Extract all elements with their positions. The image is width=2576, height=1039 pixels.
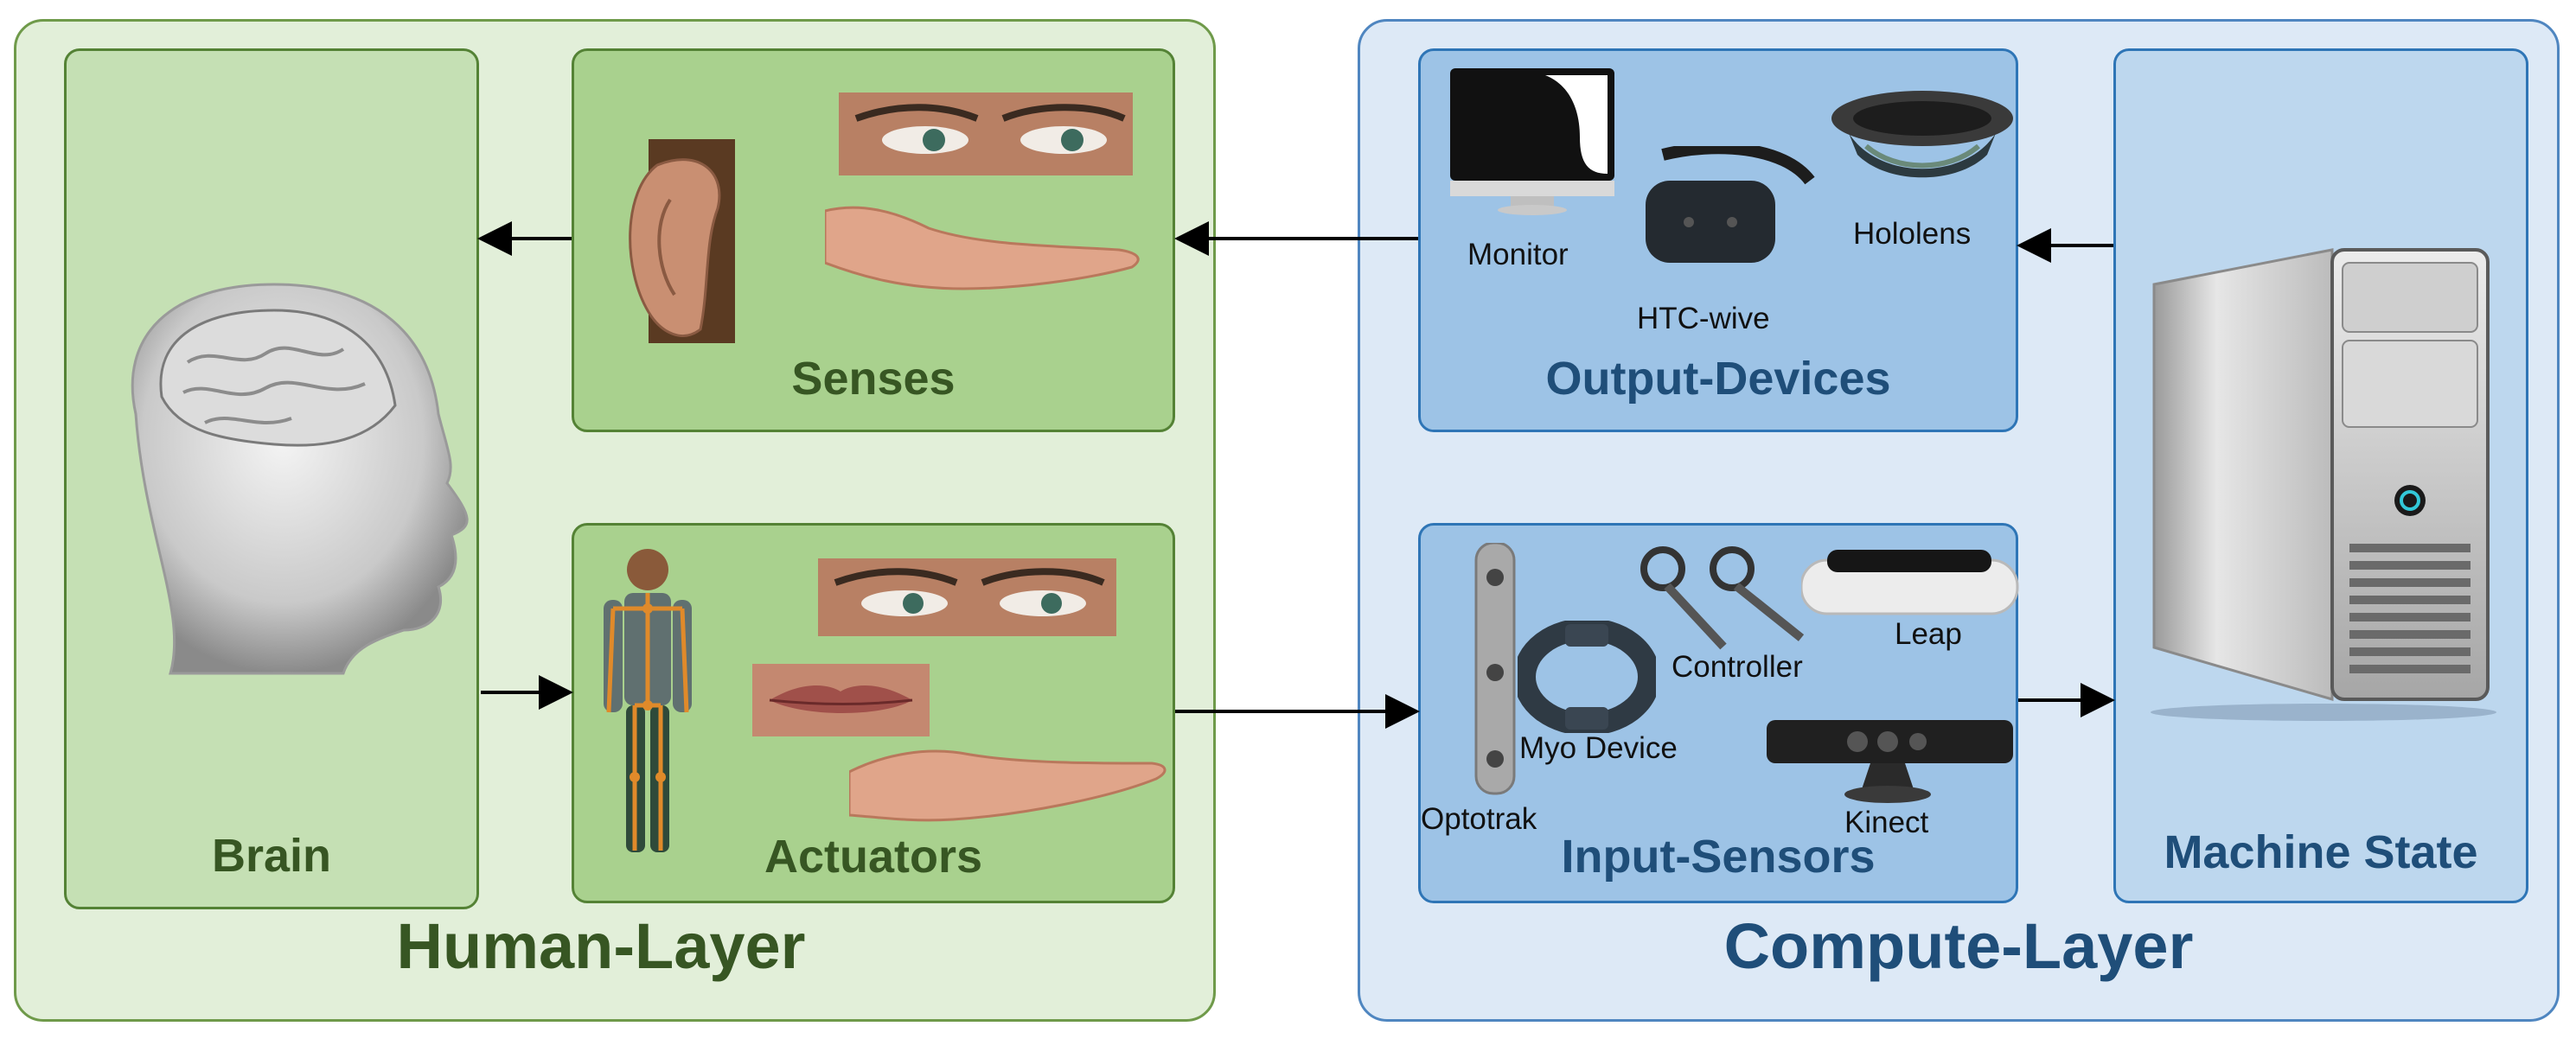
computer-tower-icon xyxy=(2151,248,2496,721)
brain-label: Brain xyxy=(211,830,332,882)
input-sensors-label: Input-Sensors xyxy=(1561,831,1876,883)
myo-device-label: Myo Device xyxy=(1519,731,1678,765)
monitor-icon xyxy=(1450,68,1614,215)
actuators-label: Actuators xyxy=(764,831,983,883)
myo-armband-icon xyxy=(1518,621,1656,733)
human-layer-title: Human-Layer xyxy=(396,910,806,982)
hand-icon xyxy=(849,749,1167,822)
htc-wive-label: HTC-wive xyxy=(1637,302,1770,335)
lips-icon xyxy=(752,664,930,736)
senses-box: Senses xyxy=(572,48,1175,432)
brain-head-icon xyxy=(131,283,469,675)
controller-icon xyxy=(1640,546,1805,650)
machine-state-box: Machine State xyxy=(2113,48,2528,903)
ear-icon xyxy=(629,139,735,343)
optotrak-label: Optotrak xyxy=(1421,802,1537,836)
leap-label: Leap xyxy=(1895,617,1962,651)
eyes-icon xyxy=(839,92,1133,175)
senses-label: Senses xyxy=(791,353,956,405)
compute-layer-title: Compute-Layer xyxy=(1723,910,2194,982)
kinect-label: Kinect xyxy=(1844,806,1929,839)
output-devices-label: Output-Devices xyxy=(1545,353,1891,405)
machine-state-label: Machine State xyxy=(2164,826,2478,878)
eyes-icon xyxy=(818,558,1116,636)
controller-label: Controller xyxy=(1672,650,1803,684)
monitor-label: Monitor xyxy=(1467,238,1569,271)
input-sensors-box: Optotrak Myo Device Controller Leap Kine… xyxy=(1418,523,2019,903)
hololens-icon xyxy=(1831,91,2013,178)
vr-headset-icon xyxy=(1646,146,1815,263)
brain-box: Brain xyxy=(64,48,479,909)
avatar-skeleton-icon xyxy=(604,549,692,852)
kinect-icon xyxy=(1767,720,2013,803)
leap-motion-icon xyxy=(1801,550,2019,615)
output-devices-box: Monitor HTC-wive Hololens Output-Devices xyxy=(1418,48,2018,432)
hololens-label: Hololens xyxy=(1853,217,1972,251)
actuators-box: Actuators xyxy=(572,523,1175,903)
optotrak-icon xyxy=(1474,543,1516,795)
hand-icon xyxy=(825,206,1140,290)
